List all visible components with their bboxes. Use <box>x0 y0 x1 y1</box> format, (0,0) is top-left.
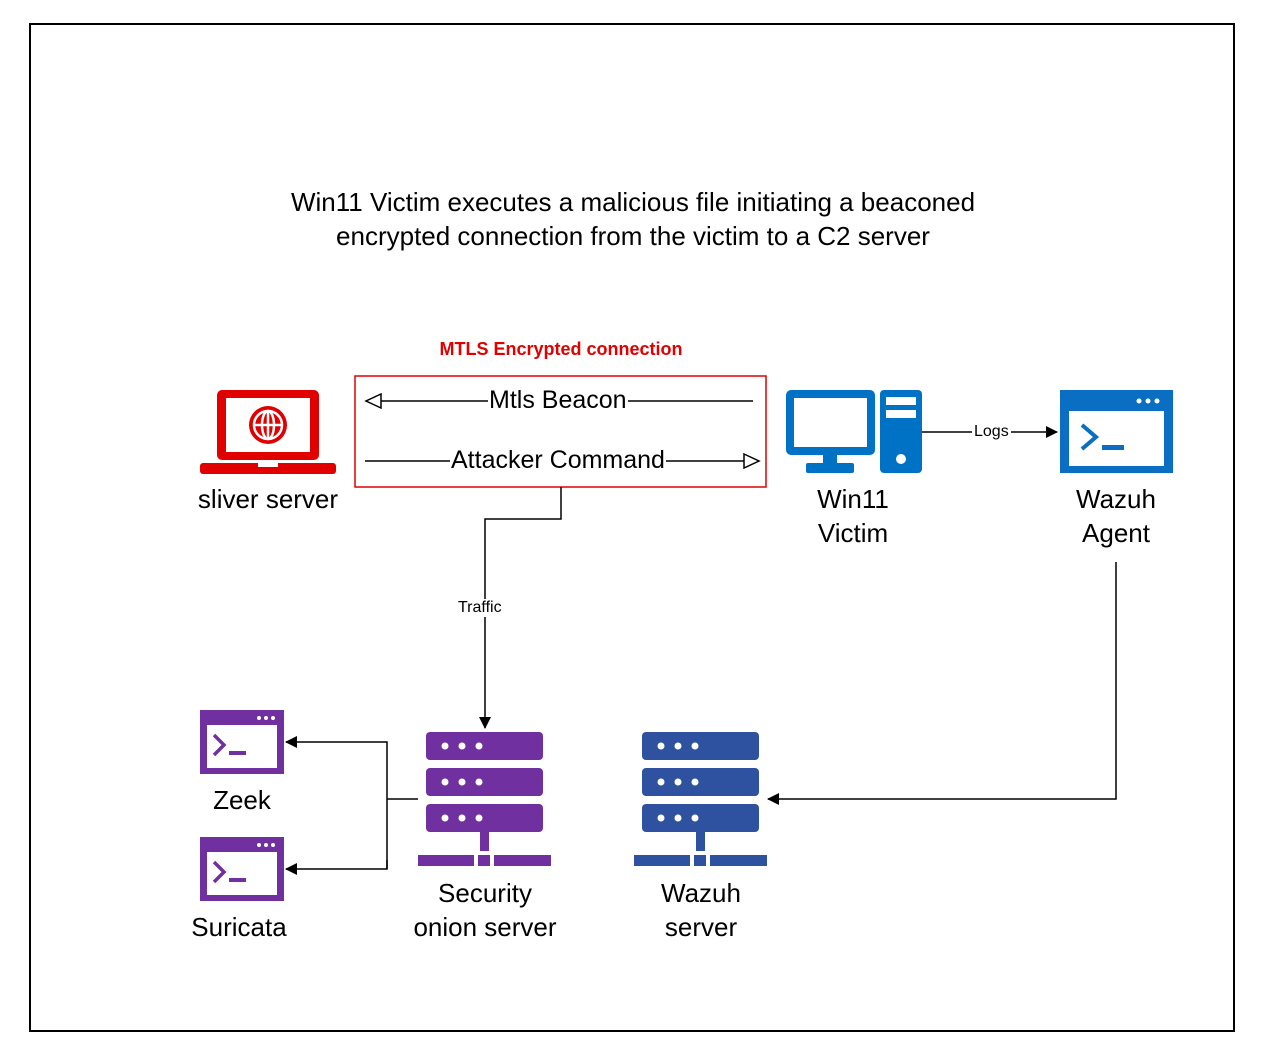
attacker-command-label: Attacker Command <box>450 446 666 475</box>
server-rack-icon <box>418 732 551 866</box>
wazuh-server-rack-icon <box>634 732 767 866</box>
security-onion-label-line2: onion server <box>413 912 557 942</box>
security-onion-label-line1: Security <box>438 878 532 908</box>
terminal-window-icon <box>1060 390 1173 473</box>
laptop-globe-icon <box>200 390 336 474</box>
desktop-computer-icon <box>786 390 922 473</box>
wazuh-server-label-line1: Wazuh <box>661 878 741 908</box>
win11-victim-label-line1: Win11 <box>817 484 889 514</box>
logs-label: Logs <box>972 423 1011 441</box>
mtls-beacon-label: Mtls Beacon <box>488 386 628 415</box>
traffic-label: Traffic <box>456 599 504 617</box>
zeek-label: Zeek <box>213 785 271 815</box>
wazuh-agent-label: Wazuh Agent <box>1016 482 1216 550</box>
wazuh-server-label: Wazuh server <box>601 876 801 944</box>
wazuh-server-label-line2: server <box>664 912 738 942</box>
diagram-title: Win11 Victim executes a malicious file i… <box>290 187 976 251</box>
win11-victim-label-line2: Victim <box>817 518 889 548</box>
suricata-terminal-icon <box>200 837 284 901</box>
zeek-terminal-icon <box>200 710 284 774</box>
diagram-frame <box>29 23 1235 1032</box>
onion-to-zeek-connector <box>285 736 388 869</box>
traffic-connector <box>479 487 562 729</box>
agent-to-wazuh-connector <box>767 562 1117 805</box>
mtls-heading: MTLS Encrypted connection <box>439 339 683 359</box>
wazuh-agent-label-line1: Wazuh <box>1076 484 1156 514</box>
suricata-label: Suricata <box>191 912 287 942</box>
onion-to-suricata-connector <box>285 860 388 875</box>
security-onion-label: Security onion server <box>385 876 585 944</box>
sliver-server-label: sliver server <box>197 484 339 514</box>
wazuh-agent-label-line2: Agent <box>1082 518 1150 548</box>
win11-victim-label: Win11 Victim <box>753 482 953 550</box>
